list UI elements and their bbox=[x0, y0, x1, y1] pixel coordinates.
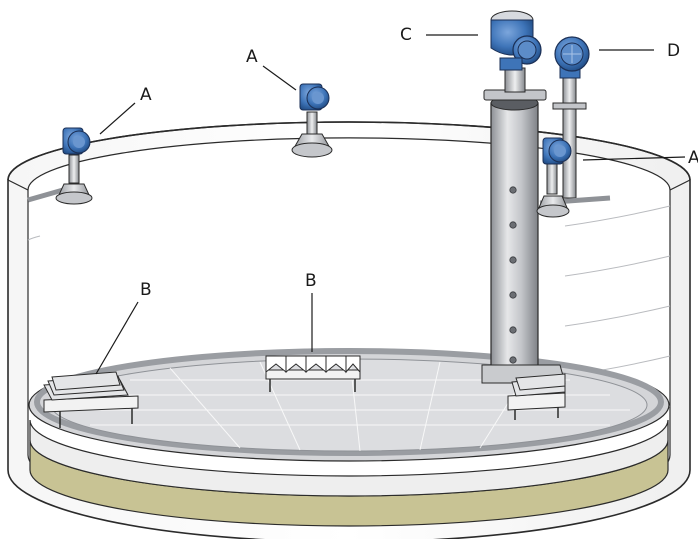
tank bbox=[8, 122, 690, 539]
callout-b-left: B bbox=[140, 280, 152, 300]
callout-d: D bbox=[667, 41, 680, 61]
callout-a-left: A bbox=[140, 85, 152, 105]
callout-a-right: A bbox=[688, 148, 698, 168]
callout-b-center: B bbox=[305, 271, 317, 291]
transmitter-c bbox=[491, 11, 541, 70]
radar-transmitter-center bbox=[292, 84, 332, 157]
callout-a-center: A bbox=[246, 47, 258, 67]
transmitter-d bbox=[555, 37, 589, 78]
callout-c: C bbox=[400, 25, 412, 45]
